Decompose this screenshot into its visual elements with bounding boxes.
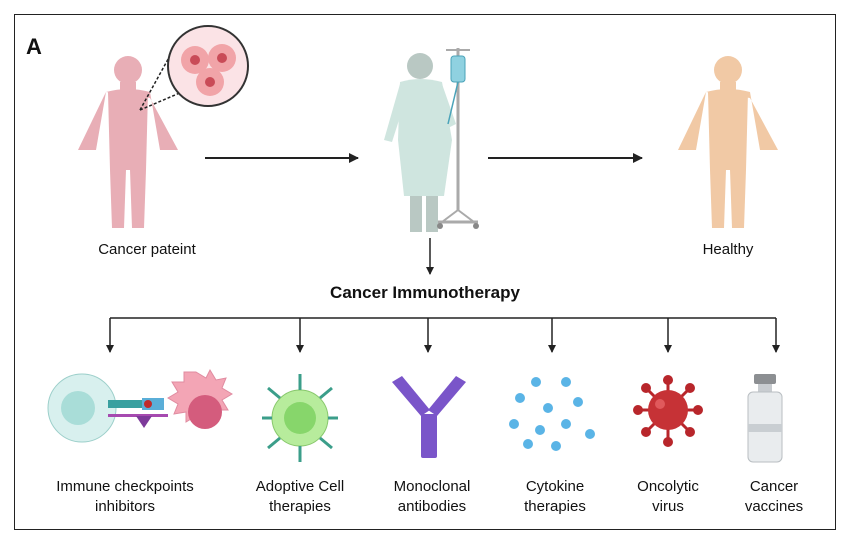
iv-stand-icon [437, 48, 479, 229]
therapy-label-line: Monoclonal [393, 478, 471, 495]
vaccine-vial-icon [747, 374, 783, 463]
cancer-patient-label: Cancer pateint [98, 241, 196, 258]
therapy-label-line: virus [652, 498, 684, 515]
cancer-patient-figure [78, 56, 178, 228]
therapy-label-vaccines: Cancer vaccines [728, 477, 820, 517]
antibody-icon [392, 376, 466, 458]
virus-icon [633, 375, 703, 447]
therapy-label-line: Immune checkpoints [56, 478, 194, 495]
therapy-label-adoptive: Adoptive Cell therapies [230, 477, 370, 517]
treated-patient-figure [384, 53, 456, 232]
therapy-label-line: inhibitors [94, 498, 156, 515]
therapy-label-line: therapies [269, 498, 331, 515]
therapy-label-line: antibodies [397, 498, 467, 515]
therapy-label-line: Oncolytic [637, 478, 699, 495]
therapy-label-cytokine: Cytokine therapies [500, 477, 610, 517]
panel-label: A [26, 34, 42, 59]
therapy-label-line: vaccines [744, 498, 804, 515]
t-cell-icon [262, 374, 338, 462]
therapy-label-oncolytic: Oncolytic virus [620, 477, 716, 517]
therapy-label-line: Cancer [749, 478, 799, 495]
healthy-label: Healthy [702, 241, 754, 258]
branch-connector [106, 317, 780, 353]
therapy-label-line: therapies [524, 498, 586, 515]
immunotherapy-title: Cancer Immunotherapy [330, 283, 520, 302]
healthy-person-figure [678, 56, 778, 228]
checkpoint-inhibitor-icon [47, 368, 233, 443]
therapy-label-checkpoint: Immune checkpoints inhibitors [30, 477, 220, 517]
therapy-label-line: Adoptive Cell [255, 478, 345, 495]
therapy-label-monoclonal: Monoclonal antibodies [372, 477, 492, 517]
tumor-magnifier-icon [139, 25, 249, 111]
therapy-label-line: Cytokine [525, 478, 585, 495]
cytokine-dots-icon [509, 377, 595, 451]
